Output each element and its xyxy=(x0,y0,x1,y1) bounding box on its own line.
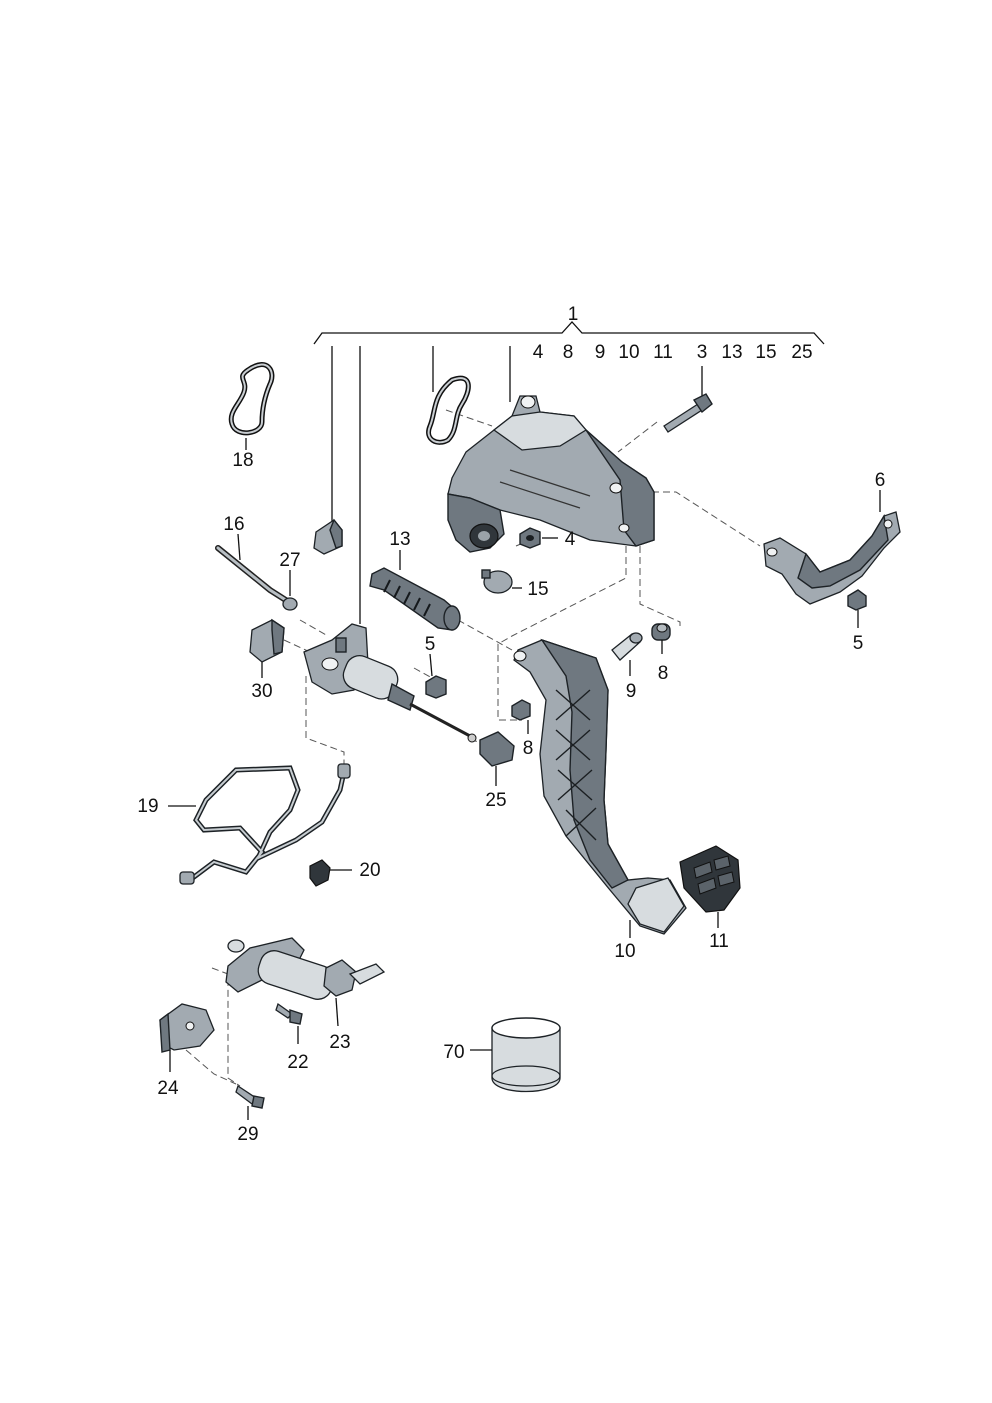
callout-15: 15 xyxy=(527,579,548,600)
callout-4-top: 4 xyxy=(533,342,544,363)
bracket-part-24 xyxy=(159,1003,215,1072)
housing-seal xyxy=(426,375,471,445)
pedal-pad-part-11 xyxy=(679,845,741,928)
callout-9: 9 xyxy=(626,681,637,702)
clip-piece xyxy=(313,518,343,555)
pedal-bracket-housing xyxy=(447,395,655,553)
ring-part-70 xyxy=(470,1017,561,1093)
callout-8-top: 8 xyxy=(563,342,574,363)
callout-8-right: 8 xyxy=(658,663,669,684)
nut-part-8-mid xyxy=(511,699,531,734)
callout-11-top: 11 xyxy=(653,342,673,363)
nut-part-5-right xyxy=(847,589,867,628)
bushing-part-8-right xyxy=(651,623,671,654)
clip-part-25 xyxy=(479,731,515,786)
pipe-part-19 xyxy=(168,763,351,885)
callout-9-top: 9 xyxy=(595,342,606,363)
callout-8-mid: 8 xyxy=(523,738,534,759)
callout-5-mid: 5 xyxy=(425,634,436,655)
callout-18: 18 xyxy=(232,450,253,471)
slave-cylinder-part-23 xyxy=(225,937,386,1027)
clutch-pedal-part-10 xyxy=(513,638,687,938)
callout-29: 29 xyxy=(237,1124,258,1145)
nut-part-5-mid xyxy=(425,653,447,699)
nut-part-4 xyxy=(519,527,558,549)
callout-27: 27 xyxy=(279,550,300,571)
callout-70: 70 xyxy=(443,1042,464,1063)
bracket-arm-part-6 xyxy=(763,490,901,605)
callout-10-top: 10 xyxy=(618,342,639,363)
clip-part-20 xyxy=(309,859,352,887)
callout-labels: 1 4 8 9 10 11 3 13 15 25 18 4 6 16 27 13… xyxy=(137,304,885,1145)
callout-22: 22 xyxy=(287,1052,308,1073)
callout-25-top: 25 xyxy=(791,342,812,363)
bolt-part-29 xyxy=(235,1084,265,1120)
callout-13: 13 xyxy=(389,529,410,550)
clip-part-30 xyxy=(249,618,285,678)
seal-ring-part-18 xyxy=(228,362,275,450)
callout-5-right: 5 xyxy=(853,633,864,654)
callout-25: 25 xyxy=(485,790,506,811)
callout-11: 11 xyxy=(709,931,729,952)
callout-13-top: 13 xyxy=(721,342,742,363)
bolt-part-22 xyxy=(275,1002,303,1044)
boot-part-13 xyxy=(369,550,461,631)
callout-1: 1 xyxy=(568,304,579,325)
master-cylinder-upper xyxy=(303,623,477,743)
callout-3: 3 xyxy=(697,342,708,363)
assembly-1-bracket xyxy=(313,321,825,624)
bushing-part-9 xyxy=(611,632,643,676)
callout-15-top: 15 xyxy=(755,342,776,363)
clamp-part-27 xyxy=(282,570,298,611)
callout-4: 4 xyxy=(565,529,576,550)
callout-16: 16 xyxy=(223,514,244,535)
callout-19: 19 xyxy=(137,796,158,817)
callout-20: 20 xyxy=(359,860,380,881)
callout-30: 30 xyxy=(251,681,272,702)
callout-24: 24 xyxy=(157,1078,179,1099)
bolt-part-3 xyxy=(663,393,713,433)
cap-part-15 xyxy=(481,569,522,594)
callout-23: 23 xyxy=(329,1032,350,1053)
callout-10: 10 xyxy=(614,941,635,962)
callout-6: 6 xyxy=(875,470,886,491)
